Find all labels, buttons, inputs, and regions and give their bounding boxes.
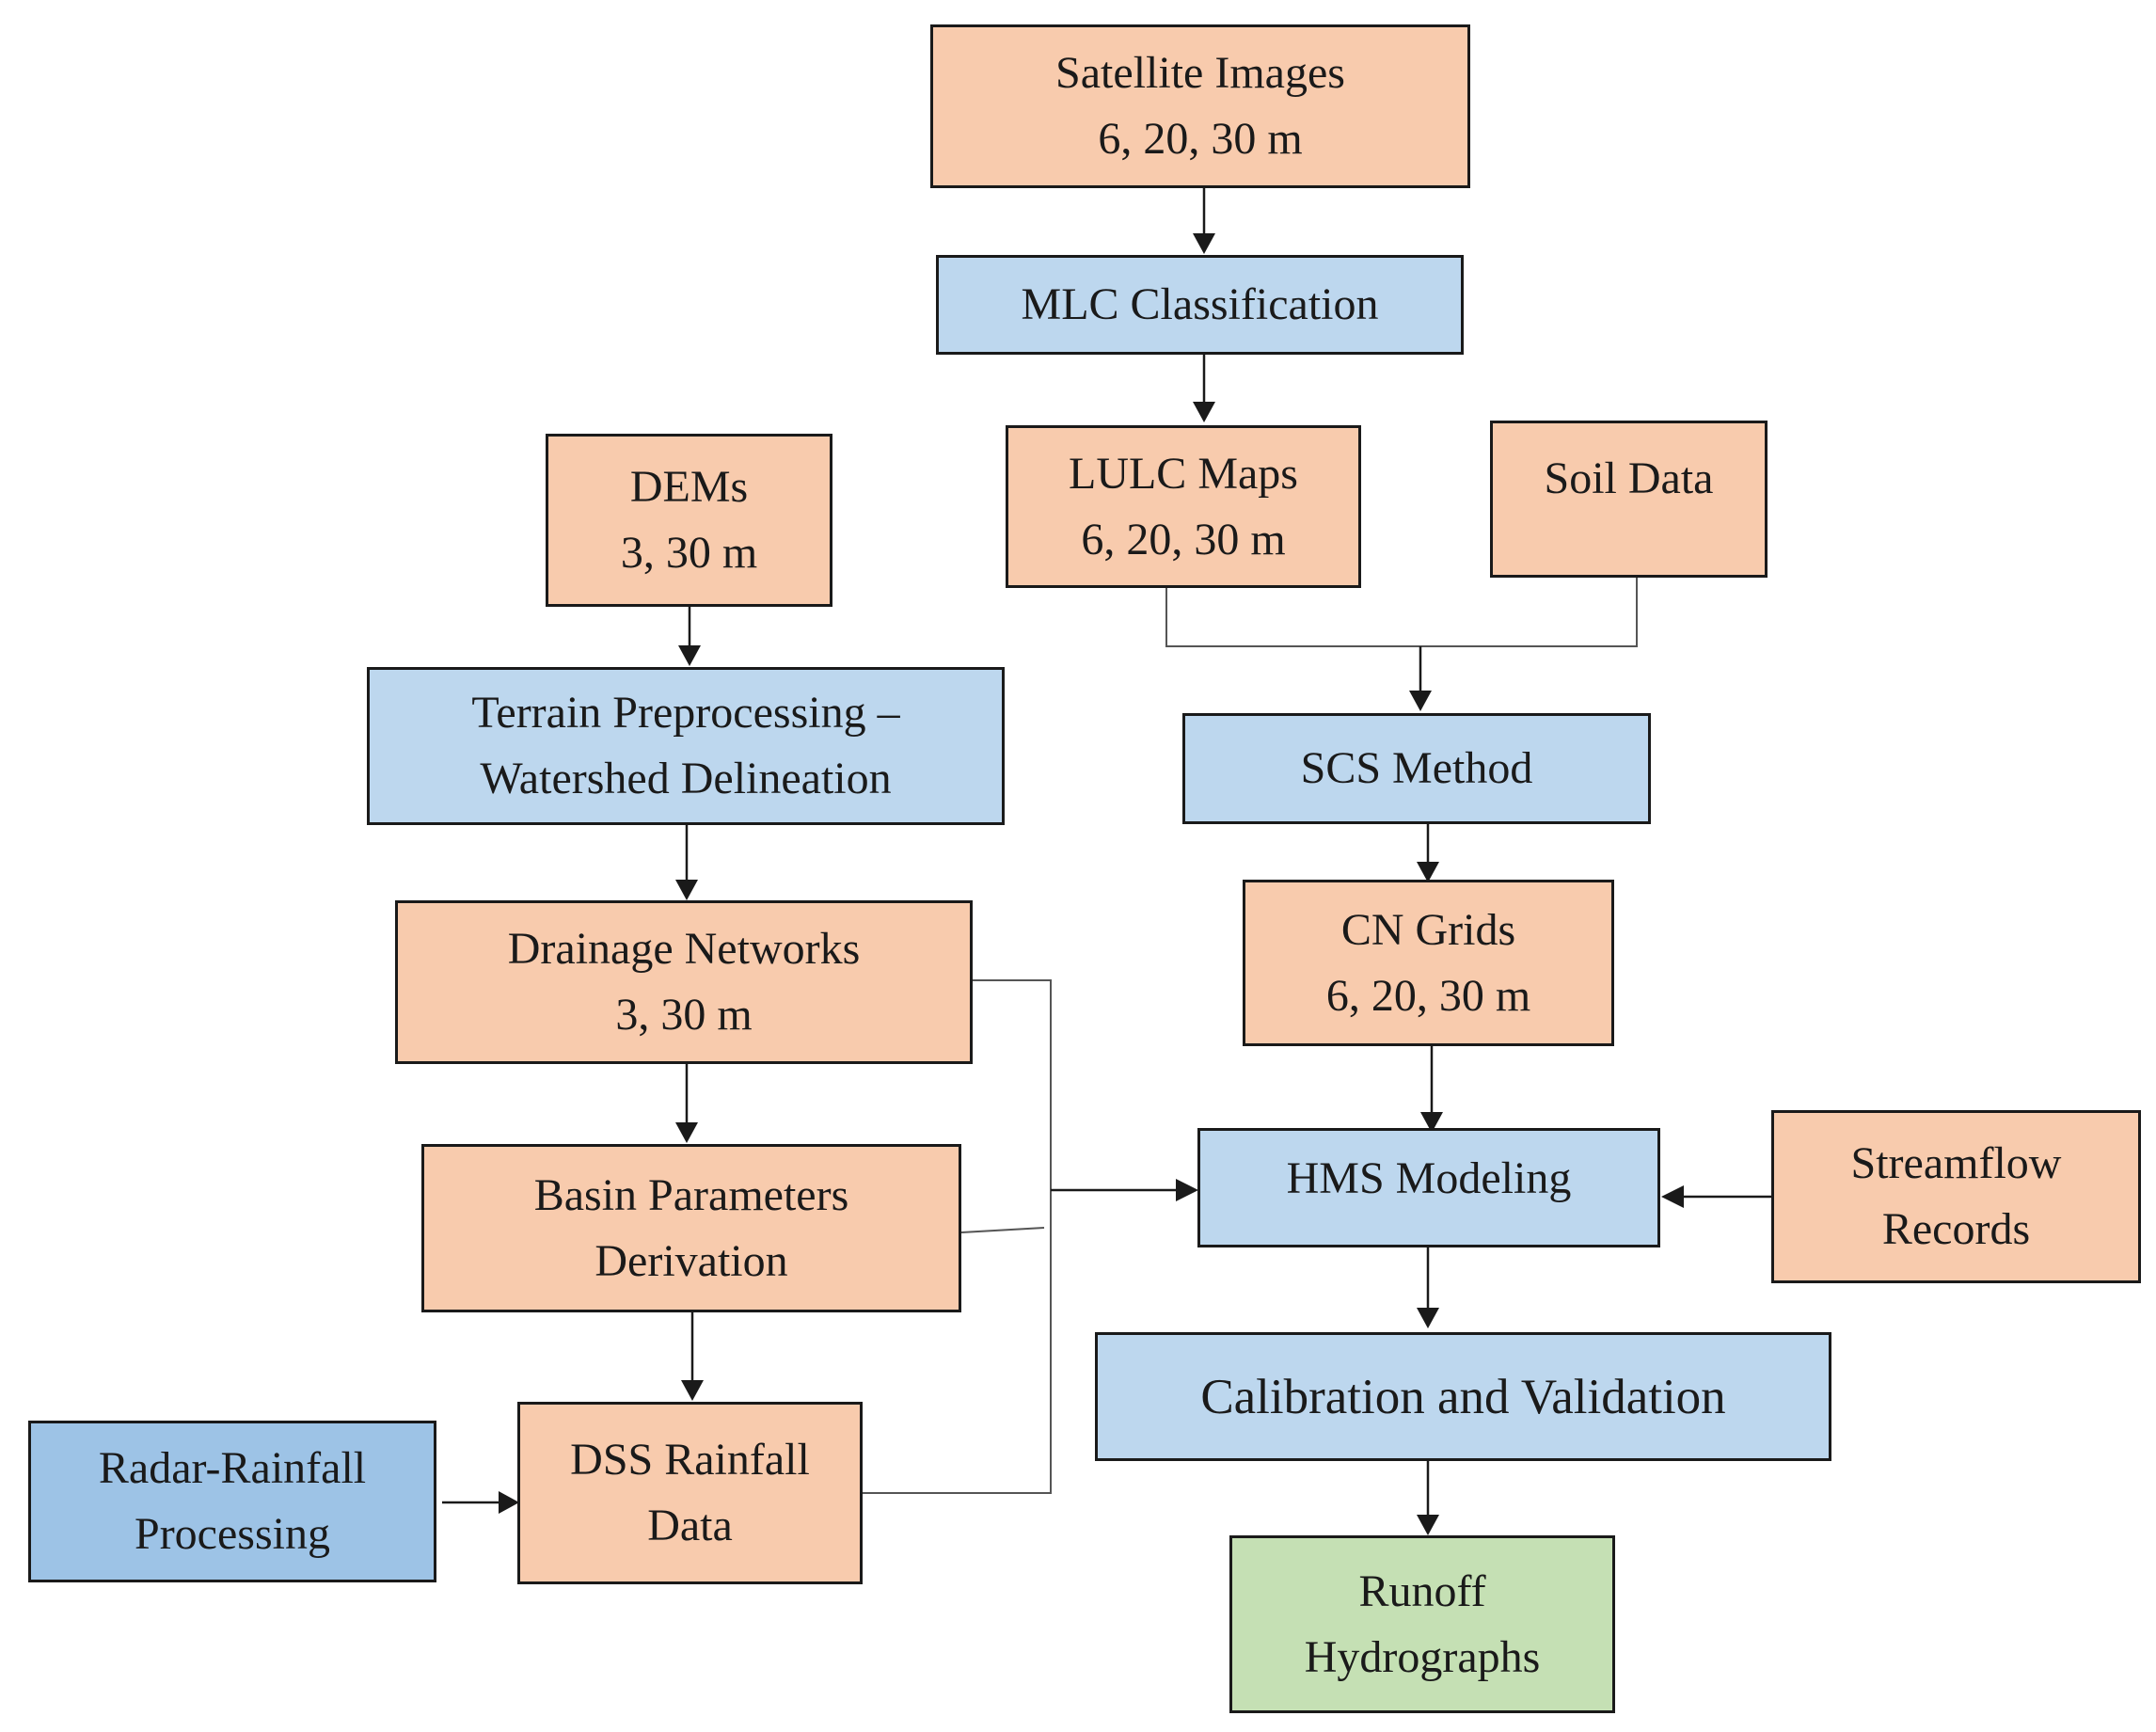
dss-rainfall-box: DSS Rainfall Data bbox=[517, 1402, 863, 1584]
basin-parameters-box: Basin Parameters Derivation bbox=[421, 1144, 961, 1312]
satellite-images-resolution: 6, 20, 30 m bbox=[1098, 114, 1303, 164]
hms-modeling-title: HMS Modeling bbox=[1286, 1153, 1572, 1203]
runoff-hydrographs-box: Runoff Hydrographs bbox=[1229, 1535, 1615, 1713]
lulc-maps-resolution: 6, 20, 30 m bbox=[1081, 514, 1286, 564]
soil-data-title: Soil Data bbox=[1544, 453, 1714, 503]
cn-grids-title: CN Grids bbox=[1340, 904, 1516, 955]
arrowhead bbox=[1417, 1515, 1439, 1535]
mlc-classification-title: MLC Classification bbox=[1021, 279, 1379, 329]
arrowhead bbox=[1417, 862, 1439, 882]
cn-grids-box: CN Grids 6, 20, 30 m bbox=[1243, 880, 1614, 1046]
arrowhead bbox=[1176, 1179, 1198, 1201]
calibration-validation-title: Calibration and Validation bbox=[1200, 1369, 1726, 1424]
drainage-networks-title: Drainage Networks bbox=[507, 924, 861, 974]
basin-parameters-line1: Basin Parameters bbox=[533, 1169, 849, 1220]
arrowhead bbox=[675, 880, 698, 900]
dems-title: DEMs bbox=[629, 462, 749, 512]
arrowhead bbox=[499, 1491, 519, 1514]
arrowhead bbox=[675, 1122, 698, 1143]
runoff-hydrographs-line1: Runoff bbox=[1358, 1565, 1486, 1616]
radar-rainfall-box: Radar-Rainfall Processing bbox=[28, 1421, 436, 1582]
satellite-images-box: Satellite Images 6, 20, 30 m bbox=[930, 24, 1470, 188]
lulc-maps-title: LULC Maps bbox=[1069, 448, 1298, 499]
radar-rainfall-line1: Radar-Rainfall bbox=[98, 1443, 367, 1493]
drainage-networks-box: Drainage Networks 3, 30 m bbox=[395, 900, 973, 1064]
arrowhead bbox=[1661, 1185, 1684, 1208]
arrowhead bbox=[1193, 402, 1215, 422]
scs-method-title: SCS Method bbox=[1300, 743, 1533, 793]
streamflow-records-line2: Records bbox=[1881, 1204, 2031, 1254]
arrowhead bbox=[678, 645, 701, 666]
terrain-preprocessing-line1: Terrain Preprocessing – bbox=[471, 688, 900, 738]
arrowhead bbox=[1409, 691, 1432, 711]
dss-rainfall-line1: DSS Rainfall bbox=[570, 1435, 810, 1485]
runoff-hydrographs-line2: Hydrographs bbox=[1304, 1631, 1541, 1682]
dss-rainfall-line2: Data bbox=[647, 1501, 733, 1550]
basin-parameters-line2: Derivation bbox=[594, 1235, 788, 1286]
connector-lulc-soil bbox=[1165, 578, 1638, 647]
connector-collector bbox=[863, 979, 1052, 1494]
drainage-networks-resolution: 3, 30 m bbox=[615, 990, 753, 1040]
calibration-validation-box: Calibration and Validation bbox=[1095, 1332, 1831, 1461]
streamflow-records-box: Streamflow Records bbox=[1771, 1110, 2141, 1283]
mlc-classification-box: MLC Classification bbox=[936, 255, 1464, 355]
arrowhead bbox=[681, 1380, 704, 1401]
arrowhead bbox=[1193, 233, 1215, 254]
soil-data-box: Soil Data bbox=[1490, 421, 1768, 578]
terrain-preprocessing-line2: Watershed Delineation bbox=[480, 754, 892, 803]
dems-resolution: 3, 30 m bbox=[620, 528, 758, 578]
streamflow-records-line1: Streamflow bbox=[1850, 1138, 2062, 1188]
radar-rainfall-line2: Processing bbox=[135, 1509, 330, 1559]
arrowhead bbox=[1417, 1308, 1439, 1328]
terrain-preprocessing-box: Terrain Preprocessing – Watershed Deline… bbox=[367, 667, 1005, 825]
scs-method-box: SCS Method bbox=[1182, 713, 1651, 824]
connector-basin bbox=[960, 1227, 1045, 1233]
satellite-images-title: Satellite Images bbox=[1055, 48, 1345, 98]
dems-box: DEMs 3, 30 m bbox=[546, 434, 832, 607]
arrowhead bbox=[1420, 1112, 1443, 1133]
hms-modeling-box: HMS Modeling bbox=[1197, 1128, 1660, 1247]
cn-grids-resolution: 6, 20, 30 m bbox=[1325, 970, 1531, 1021]
lulc-maps-box: LULC Maps 6, 20, 30 m bbox=[1006, 425, 1361, 588]
